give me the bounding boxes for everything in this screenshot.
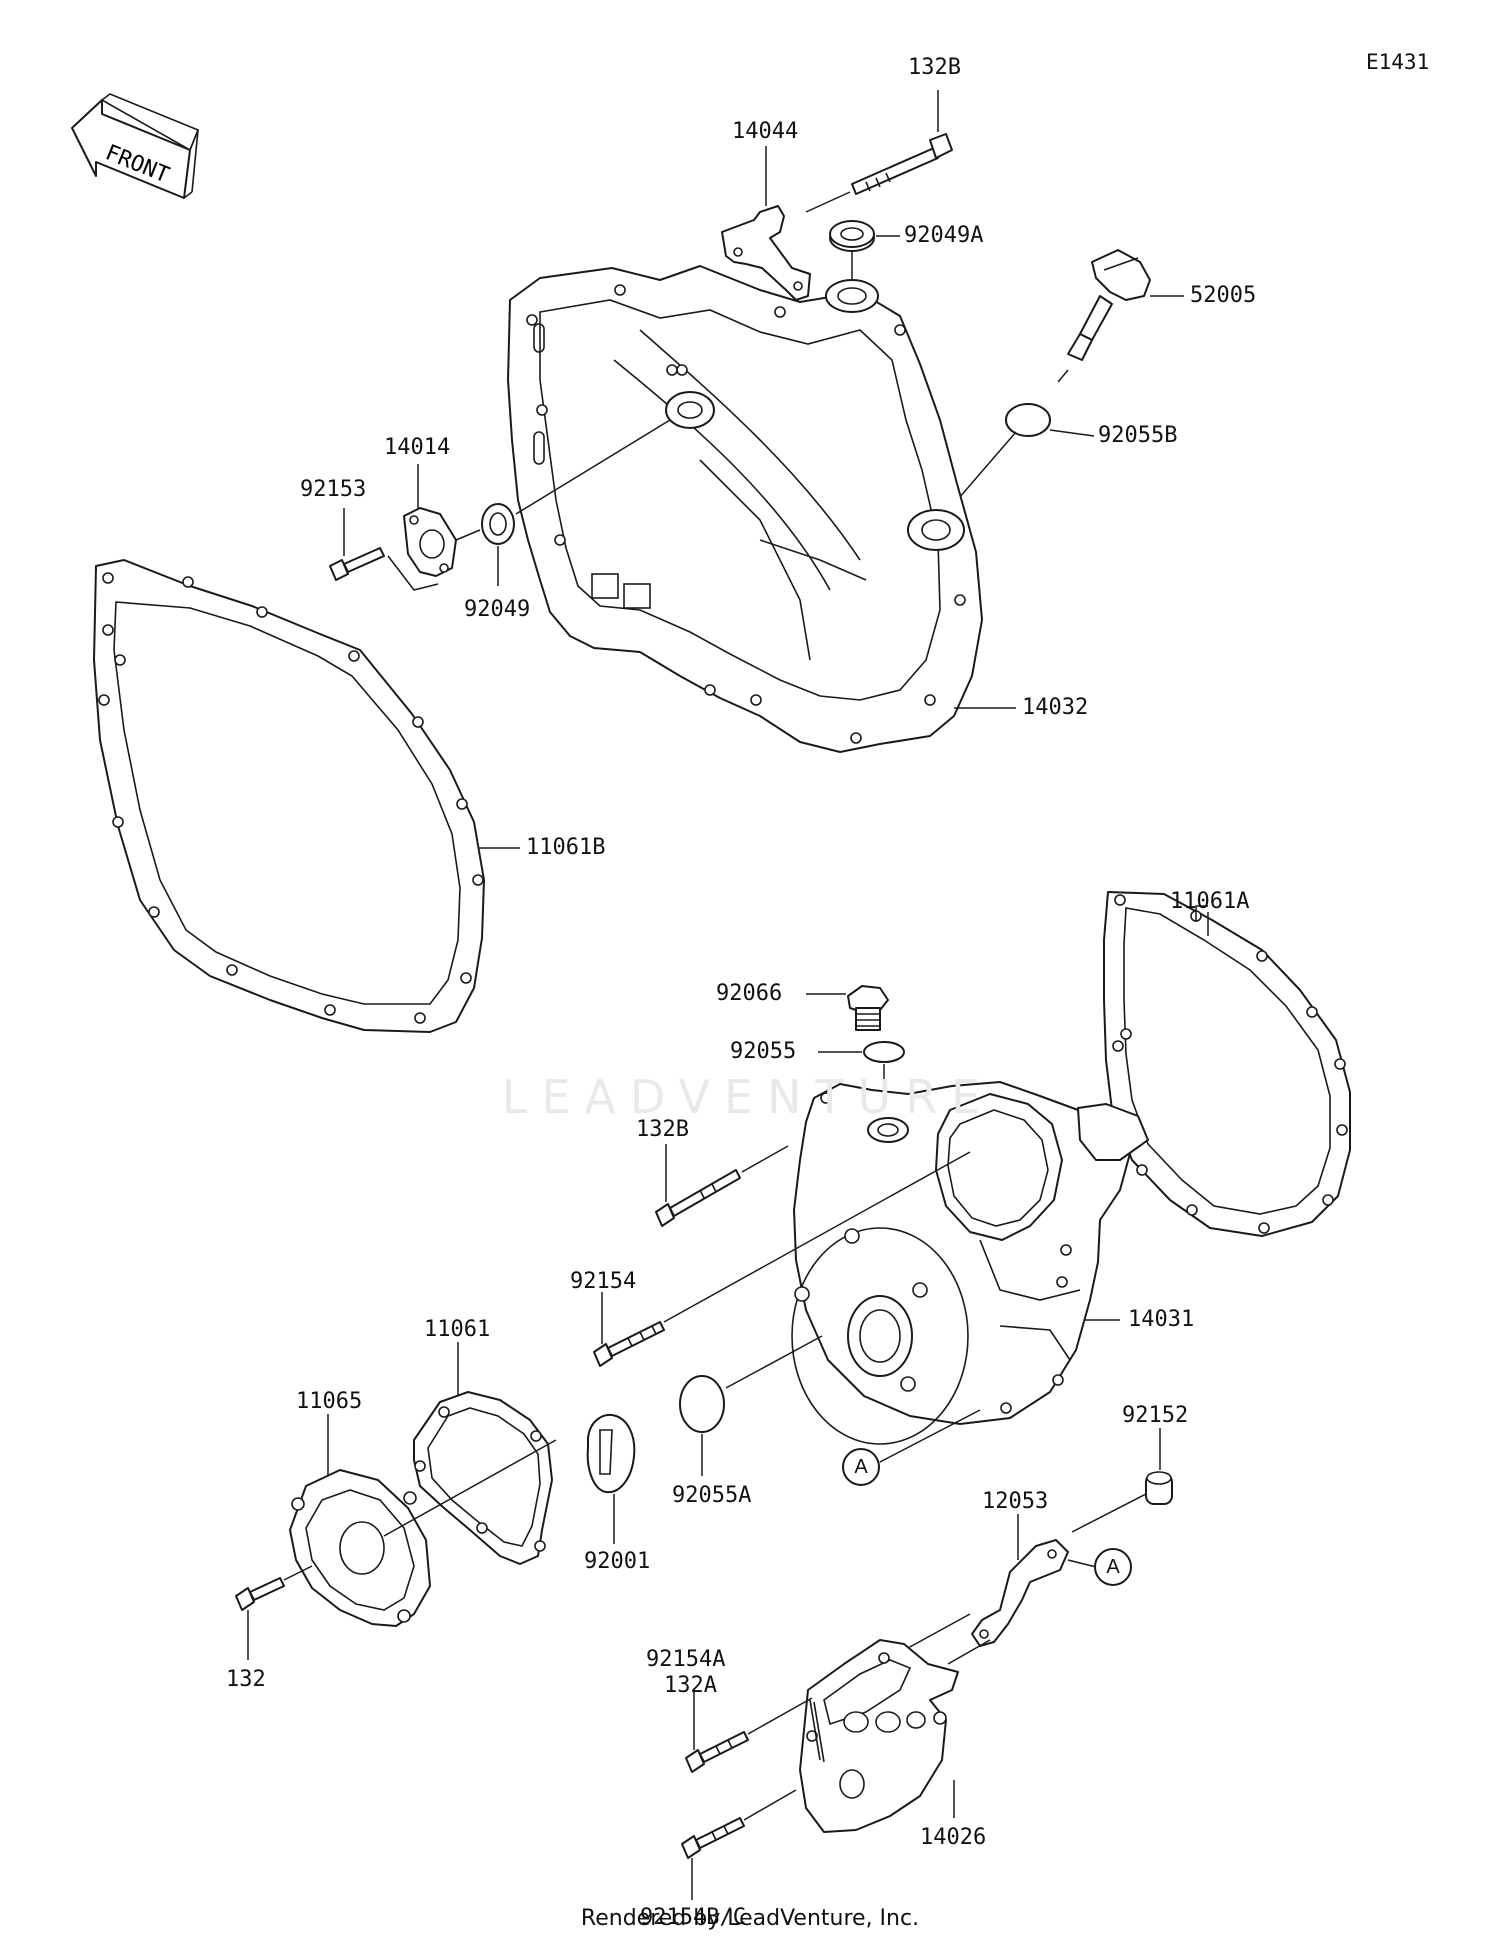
part-label-11061b: 11061B [526,835,606,860]
seal-92049a-icon [829,220,875,252]
dipstick-52005-icon [1067,249,1151,361]
footer-credit: Rendered by LeadVenture, Inc. [580,1906,920,1931]
part-label-14031: 14031 [1128,1307,1195,1332]
part-label-14044: 14044 [732,119,799,144]
part-label-14014: 14014 [384,435,451,460]
crankcase-cover-14032-icon [507,265,983,753]
part-label-132a: 132A [664,1673,717,1698]
reference-a-callout: A [1094,1548,1132,1586]
part-label-14032: 14032 [1022,695,1089,720]
bolt-92154bc-icon [681,1817,745,1859]
watermark: LEADVENTURE [501,1070,995,1124]
part-label-132b: 132B [636,1117,689,1142]
part-label-92152: 92152 [1122,1403,1189,1428]
bolt-132b-mid-icon [655,1169,741,1227]
seal-92049-icon [481,503,515,545]
oring-92055a-icon [679,1375,725,1433]
oring-92055b-icon [1005,403,1051,437]
part-label-92153: 92153 [300,477,367,502]
part-label-132: 132 [226,1667,266,1692]
gasket-11061a-icon [1103,891,1351,1237]
bolt-92153-icon [329,547,385,581]
part-label-11061: 11061 [424,1317,491,1342]
part-label-92001: 92001 [584,1549,651,1574]
plug-92066-icon [847,985,889,1031]
gasket-11061-icon [413,1391,553,1565]
cover-11065-icon [289,1469,431,1627]
part-label-92055: 92055 [730,1039,797,1064]
part-label-12053: 12053 [982,1489,1049,1514]
bolt-132b-top-icon [851,133,953,195]
part-label-92049a: 92049A [904,223,984,248]
gasket-11061b-icon [93,559,485,1033]
guard-14026-icon [799,1639,959,1833]
diagram-code: E1431 [1366,50,1430,74]
part-label-132b: 132B [908,55,961,80]
part-label-52005: 52005 [1190,283,1257,308]
part-label-92154: 92154 [570,1269,637,1294]
plate-14014-icon [403,507,457,577]
part-label-92055a: 92055A [672,1483,752,1508]
generator-cover-14031-icon [791,1081,1149,1445]
bracket-12053-icon [971,1539,1069,1647]
bolt-92154-icon [593,1321,665,1367]
part-label-92055b: 92055B [1098,423,1178,448]
part-label-14026: 14026 [920,1825,987,1850]
part-label-92066: 92066 [716,981,783,1006]
part-label-11065: 11065 [296,1389,363,1414]
bracket-14044-icon [721,205,811,301]
part-label-92154bc: 92154B/C [640,1905,746,1930]
front-arrow-icon [71,93,200,199]
oring-92055-icon [863,1041,905,1063]
bolt-92154a-icon [685,1731,749,1773]
part-label-92049: 92049 [464,597,531,622]
bolt-132-icon [235,1577,285,1611]
reference-a-callout: A [842,1448,880,1486]
part-label-92154a: 92154A [646,1647,726,1672]
collar-92152-icon [1145,1471,1173,1505]
part-label-11061a: 11061A [1170,889,1250,914]
cap-92001-icon [586,1414,636,1494]
